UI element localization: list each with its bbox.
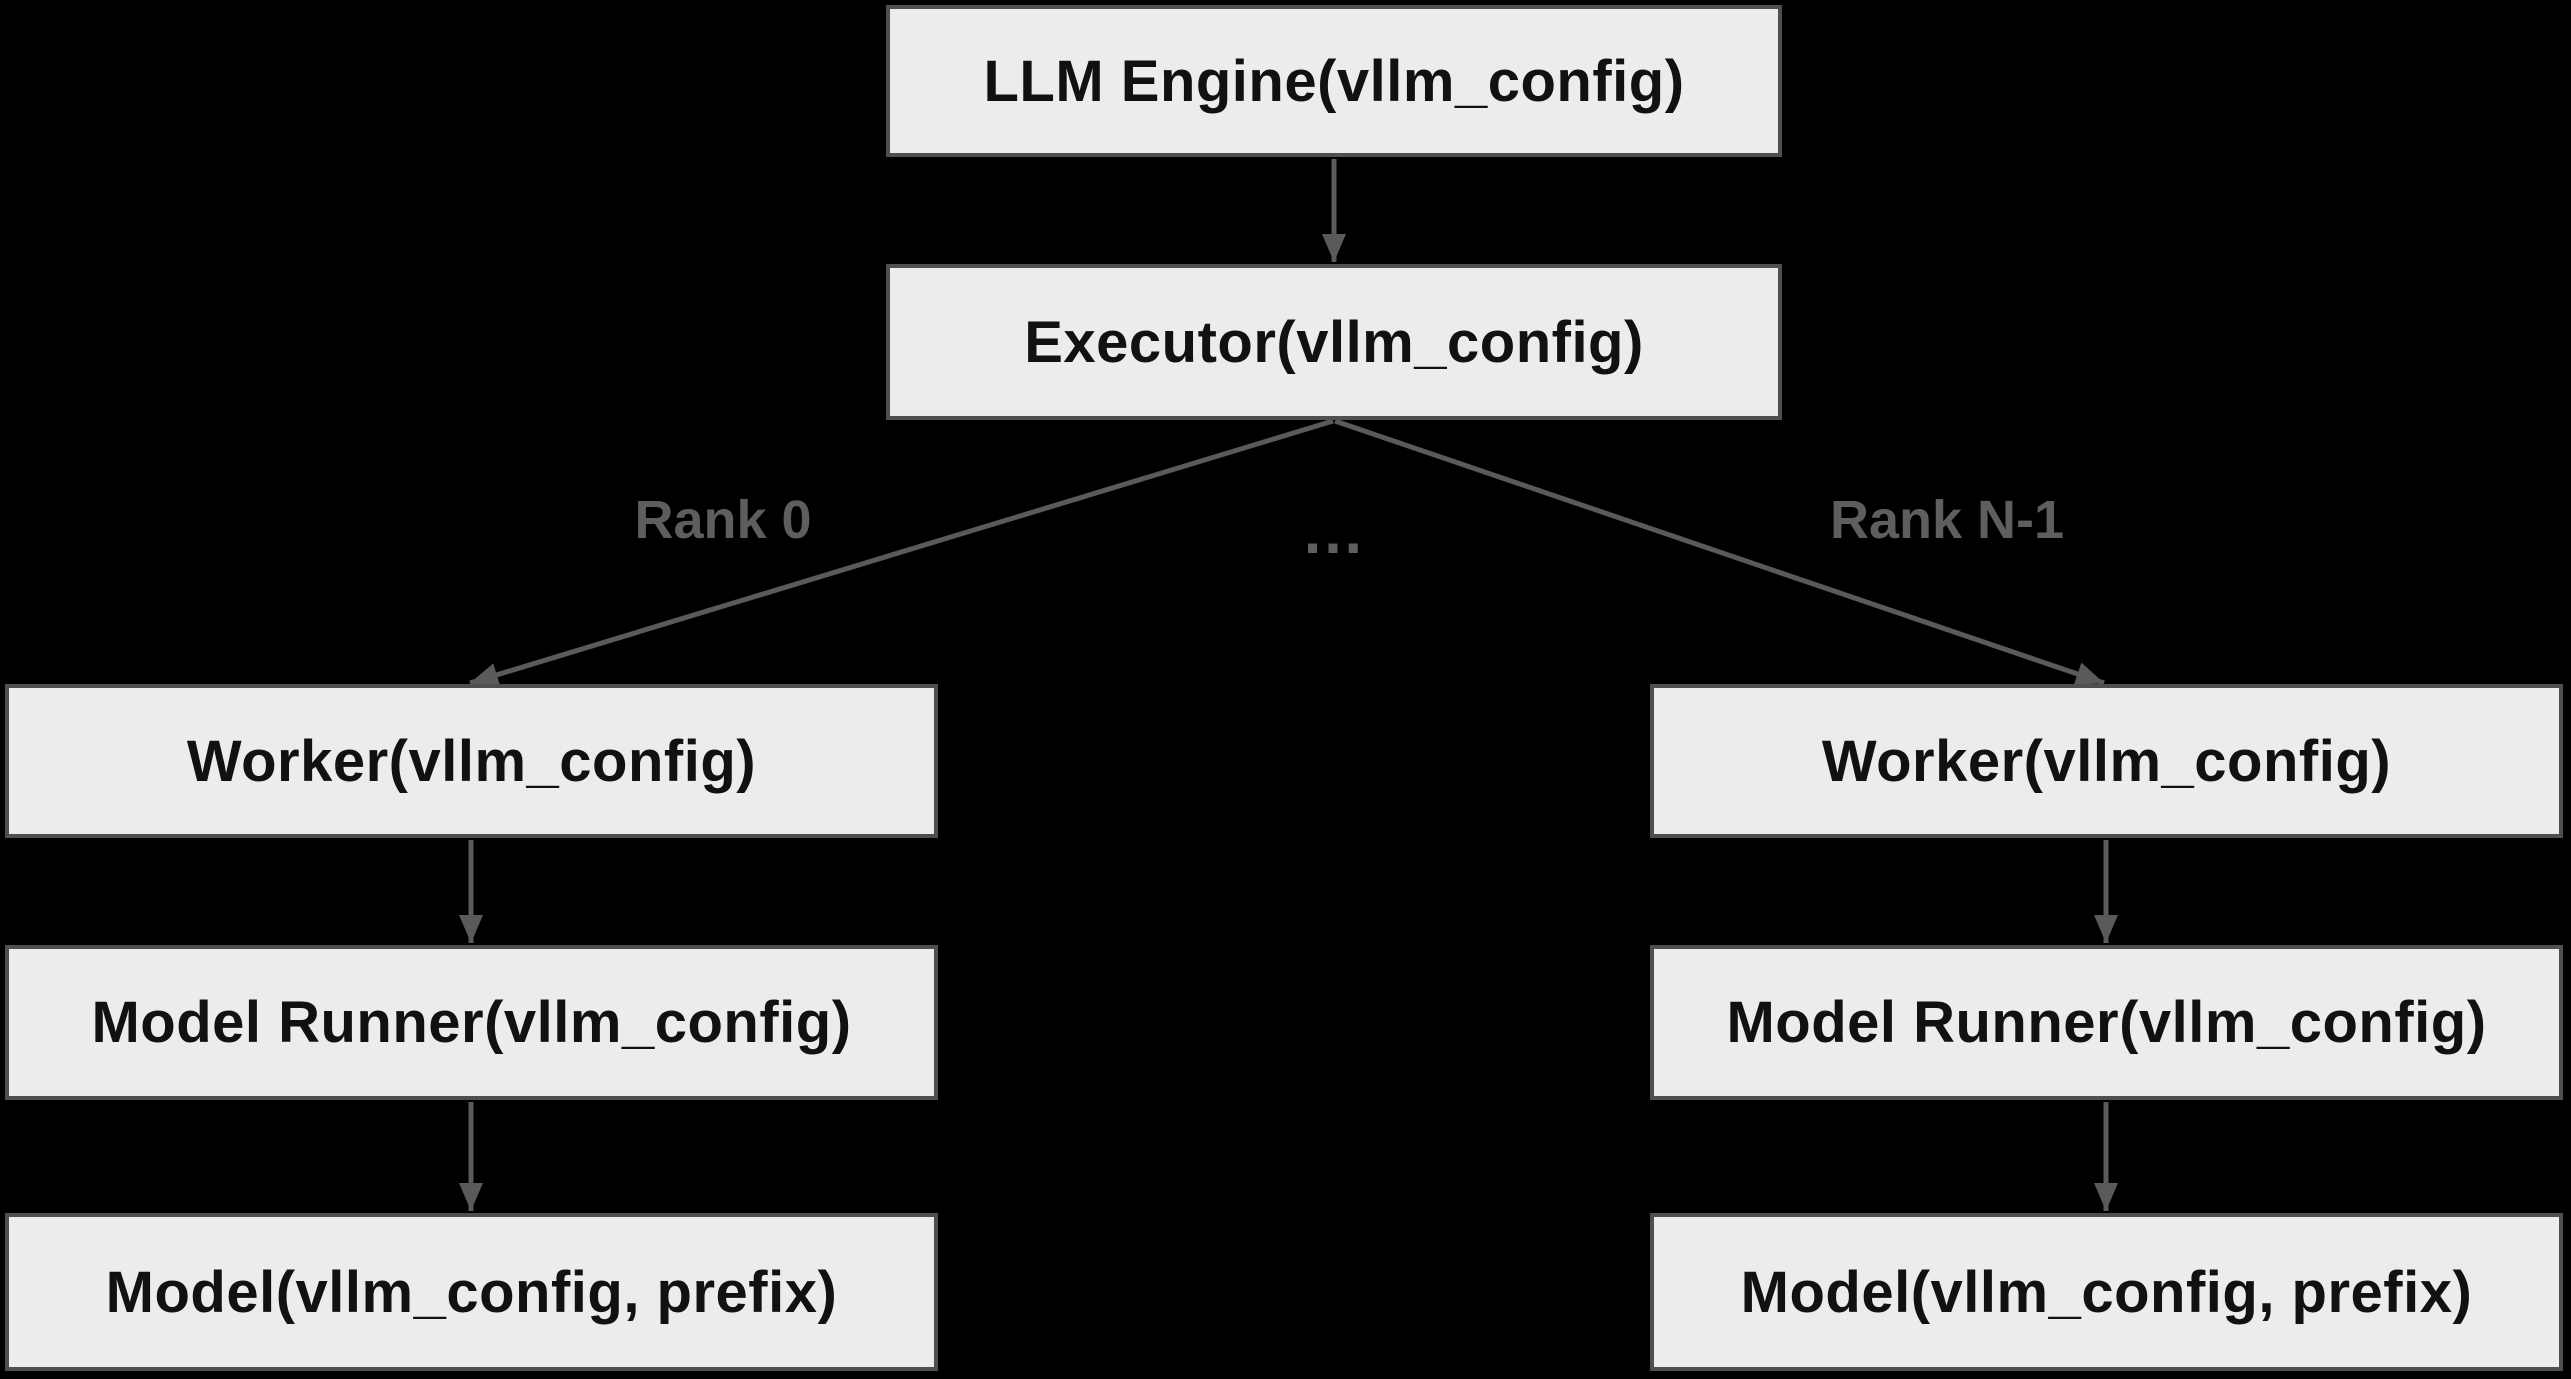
- node-model-runner-rank-0-label: Model Runner(vllm_config): [91, 990, 852, 1055]
- node-model-rank-0: Model(vllm_config, prefix): [5, 1213, 938, 1371]
- node-worker-rank-0-label: Worker(vllm_config): [186, 728, 757, 794]
- node-worker-rank-0: Worker(vllm_config): [5, 684, 938, 838]
- node-llm-engine: LLM Engine(vllm_config): [886, 5, 1782, 157]
- edge-label-rank-n-1: Rank N-1: [1829, 490, 2065, 550]
- node-executor: Executor(vllm_config): [886, 264, 1782, 420]
- edge-executor-to-worker-left: [469, 418, 1334, 687]
- node-executor-label: Executor(vllm_config): [1024, 309, 1644, 375]
- node-model-runner-rank-0: Model Runner(vllm_config): [5, 945, 938, 1100]
- edge-label-ellipsis: …: [1301, 495, 1367, 567]
- edge-executor-to-worker-right: [1334, 418, 2105, 686]
- node-model-rank-0-label: Model(vllm_config, prefix): [105, 1259, 838, 1325]
- node-model-runner-rank-n-1-label: Model Runner(vllm_config): [1726, 990, 2487, 1055]
- node-worker-rank-n-1: Worker(vllm_config): [1650, 684, 2563, 838]
- node-model-rank-n-1: Model(vllm_config, prefix): [1650, 1213, 2563, 1371]
- node-llm-engine-label: LLM Engine(vllm_config): [983, 48, 1685, 114]
- edge-label-rank-0: Rank 0: [634, 490, 812, 550]
- node-model-runner-rank-n-1: Model Runner(vllm_config): [1650, 945, 2563, 1100]
- node-model-rank-n-1-label: Model(vllm_config, prefix): [1740, 1259, 2473, 1325]
- node-worker-rank-n-1-label: Worker(vllm_config): [1821, 728, 2392, 794]
